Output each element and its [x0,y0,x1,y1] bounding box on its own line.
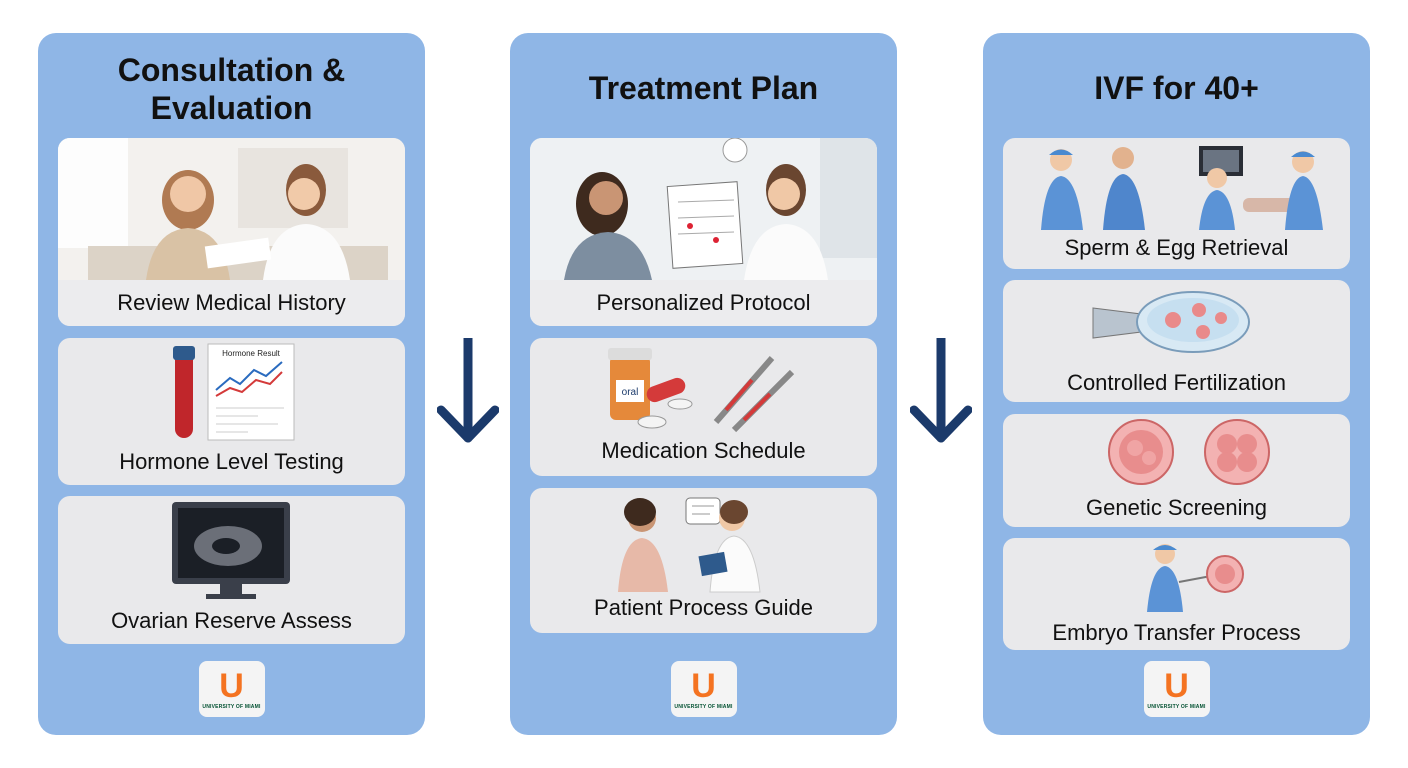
hormone-chart-label: Hormone Result [222,349,281,358]
column-title: Consultation &Evaluation [117,52,346,126]
card-label: Sperm & Egg Retrieval [1064,235,1289,260]
consultation-photo-icon [58,138,405,280]
card-review-medical-history: Review Medical History [58,138,405,326]
university-logo: U UNIVERSITY OF MIAMI [1143,661,1210,717]
card-controlled-fertilization: Controlled Fertilization [1003,280,1350,402]
university-logo: U UNIVERSITY OF MIAMI [670,661,737,717]
card-label: Review Medical History [58,280,405,326]
down-arrow-icon [909,333,973,448]
card-hormone-level-testing: Hormone Result Hormone Level Testing [58,338,405,485]
blood-test-chart-icon: Hormone Result [58,338,405,448]
card-embryo-transfer: Embryo Transfer Process [1003,538,1350,650]
column-ivf-40-plus: IVF for 40+ Sperm & Egg Retrieval [983,33,1370,735]
card-label: Controlled Fertilization [1067,370,1286,395]
card-medication-schedule: oral Medication Schedule [530,338,877,476]
embryo-transfer-icon [1003,538,1350,613]
card-label: Medication Schedule [601,438,806,463]
doctor-calendar-photo-icon [530,138,877,280]
card-personalized-protocol: Personalized Protocol [530,138,877,326]
card-label: Patient Process Guide [594,595,813,620]
doctor-patient-consult-icon [530,488,877,596]
embryo-cells-icon [1003,414,1350,494]
column-consultation: Consultation &Evaluation Review Medical … [38,33,425,735]
university-logo: U UNIVERSITY OF MIAMI [198,661,265,717]
card-label: Genetic Screening [1086,495,1267,520]
logo-text: UNIVERSITY OF MIAMI [202,703,261,710]
card-patient-process-guide: Patient Process Guide [530,488,877,633]
card-label: Hormone Level Testing [119,449,344,474]
pill-label: oral [622,387,639,398]
logo-text: UNIVERSITY OF MIAMI [1147,703,1206,710]
card-label: Personalized Protocol [530,280,877,326]
down-arrow-icon [436,333,500,448]
card-label: Embryo Transfer Process [1052,620,1301,645]
card-genetic-screening: Genetic Screening [1003,414,1350,527]
petri-dish-icon [1003,280,1350,365]
ultrasound-monitor-icon [58,496,405,606]
column-title: Treatment Plan [588,70,819,106]
lab-team-icon [1003,138,1350,233]
card-sperm-egg-retrieval: Sperm & Egg Retrieval [1003,138,1350,269]
card-ovarian-reserve: Ovarian Reserve Assess [58,496,405,644]
medication-syringe-icon: oral [530,338,877,438]
column-title: IVF for 40+ [1094,70,1259,106]
card-label: Ovarian Reserve Assess [111,608,352,633]
column-treatment-plan: Treatment Plan Personalized Proto [510,33,897,735]
logo-text: UNIVERSITY OF MIAMI [674,703,733,710]
